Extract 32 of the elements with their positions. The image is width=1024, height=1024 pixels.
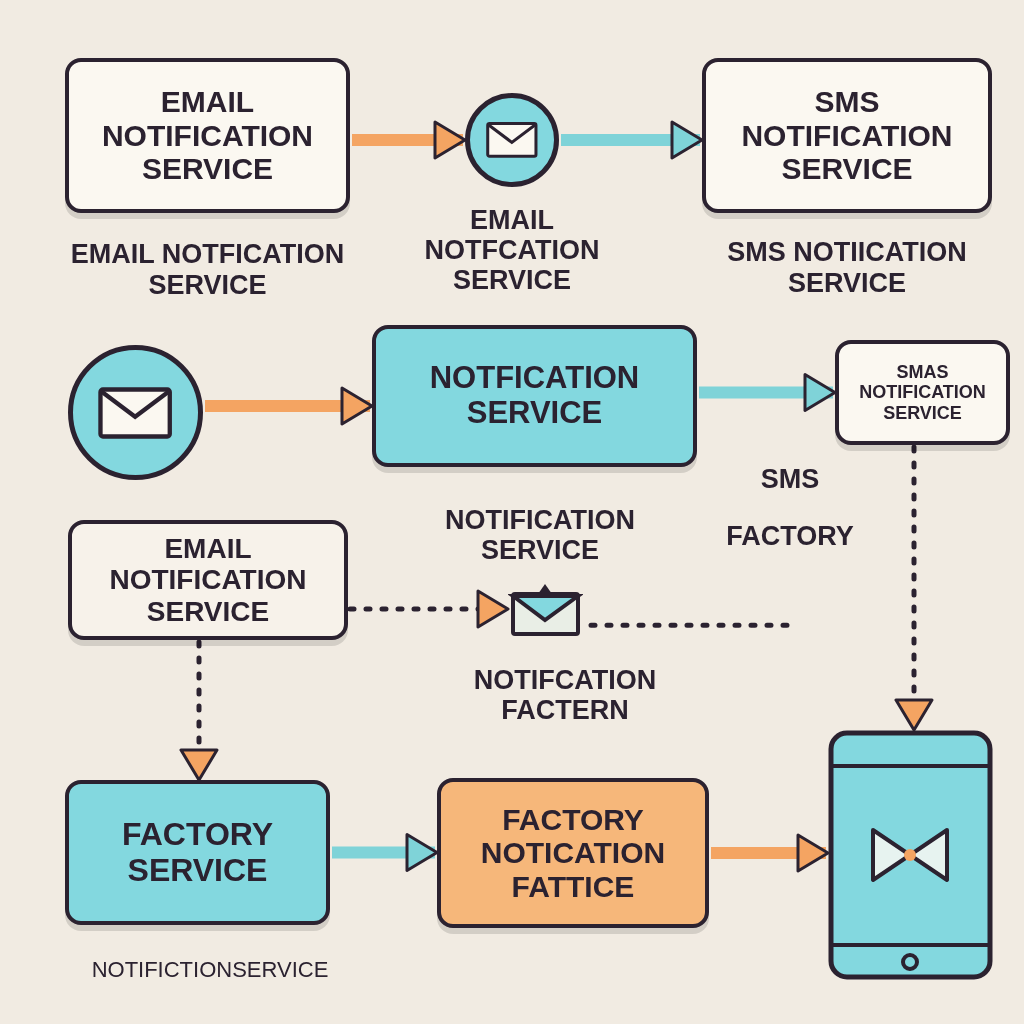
text-label: SMS <box>759 462 821 496</box>
caption-text: EMAIL NOTFCATION SERVICE <box>423 203 601 298</box>
arrow <box>332 833 439 872</box>
box-label: NOTFICATION SERVICE <box>428 361 641 431</box>
arrow <box>561 120 704 160</box>
process-box <box>372 325 697 467</box>
caption-text: NOTIFICTIONSERVICE <box>90 955 330 984</box>
process-box <box>702 58 992 213</box>
box-label: EMAIL NOTIFICATION SERVICE <box>108 532 308 628</box>
arrow <box>352 120 467 160</box>
caption-text: SMS NOTIICATION SERVICE <box>726 236 968 300</box>
box-label: FACTORY NOTICATION FATTICE <box>479 802 667 904</box>
process-box <box>65 58 350 213</box>
phone-drawing <box>828 730 993 980</box>
text-label: FACTORY <box>725 519 855 553</box>
arrow <box>699 373 837 412</box>
text-label: NOTIFICATION SERVICE <box>444 503 636 567</box>
process-box <box>835 340 1010 445</box>
text-label: NOTIFCATION FACTERN <box>472 663 658 727</box>
arrow <box>894 444 934 732</box>
box-label: SMS NOTIFICATION SERVICE <box>740 85 954 186</box>
box-label: SMAS NOTIFICATION SERVICE <box>858 362 987 423</box>
arrow <box>179 639 219 782</box>
arrow <box>711 833 830 873</box>
arrow <box>205 386 374 426</box>
process-box <box>437 778 709 928</box>
box-label: EMAIL NOTIFICATION SERVICE <box>100 85 315 186</box>
arrow <box>347 589 510 629</box>
process-box <box>68 520 348 640</box>
box-label: FACTORY SERVICE <box>120 816 275 889</box>
process-box <box>65 780 330 925</box>
caption-text: EMAIL NOTFICATION SERVICE <box>70 238 345 302</box>
